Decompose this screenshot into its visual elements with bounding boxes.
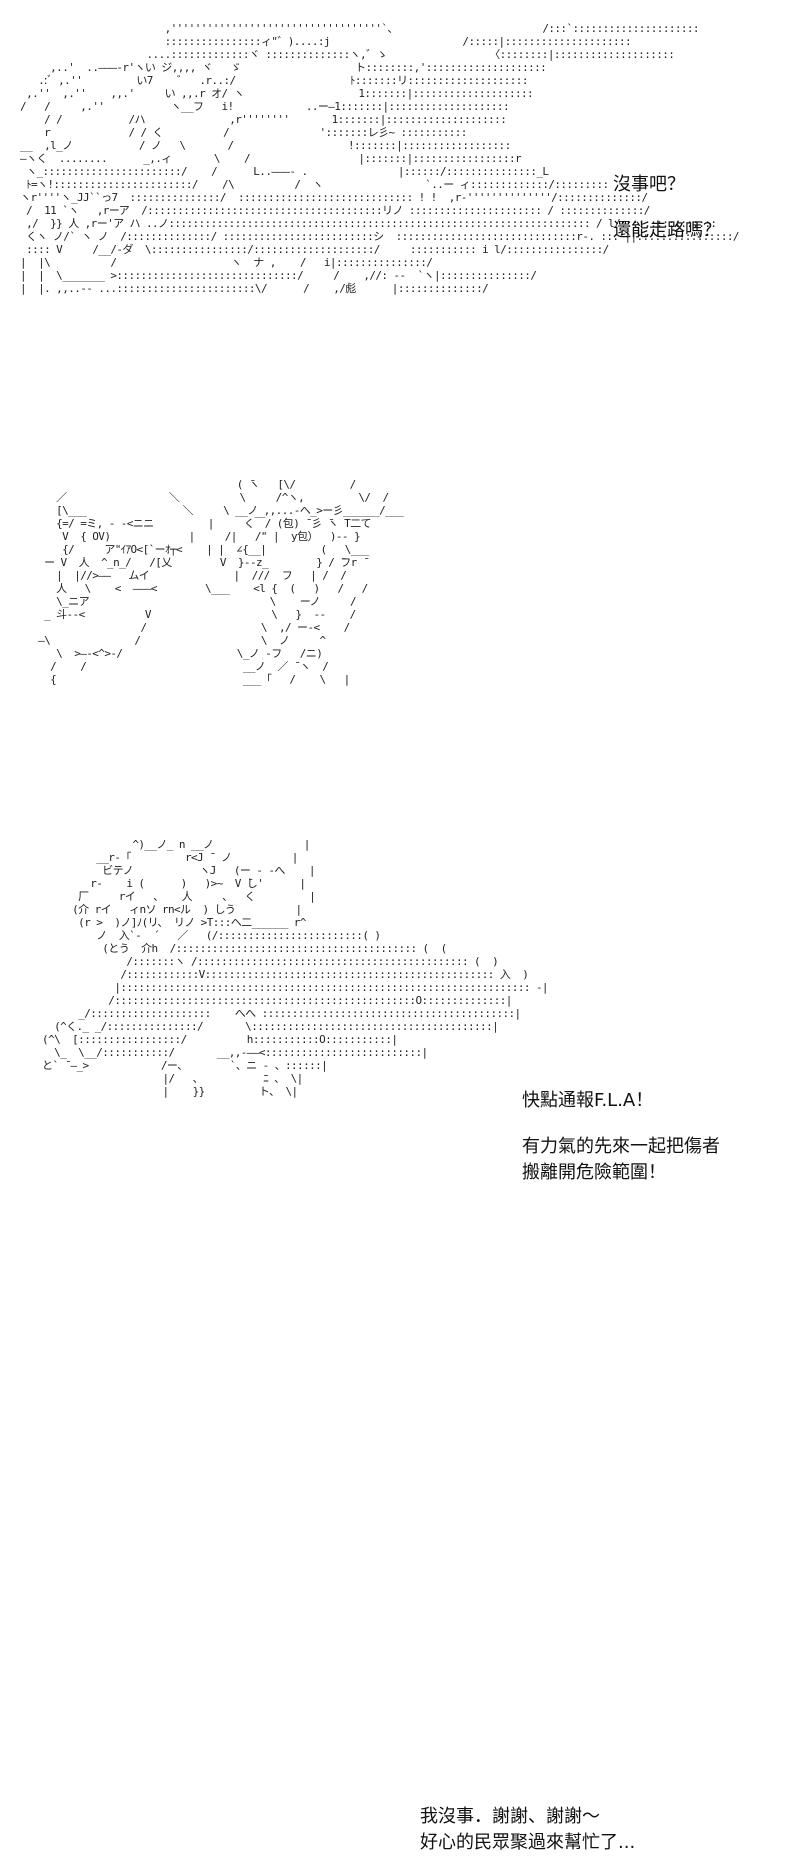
- speech-text: 沒事吧？ 還能走路嗎？: [613, 172, 721, 244]
- dialog-line: 有力氣的先來一起把傷者: [522, 1136, 720, 1157]
- dialog-line: 搬離開危險範圍！: [522, 1162, 666, 1183]
- comic-panel-2: ( ̄ヽ [\/ / ／ ＼ \ /^ヽ, \/ / [\___ ＼ \ __ノ…: [0, 460, 800, 1183]
- speech-text: 快點通報F.L.A！ 有力氣的先來一起把傷者 搬離開危險範圍！: [522, 1088, 720, 1186]
- speech-text: 我沒事．謝謝、謝謝～ 好心的民眾聚過來幫忙了...: [420, 1804, 635, 1856]
- comic-panel-3: ^)__ノ_ n __ノ | __r-「 r<J ̄ ノ | ビテノ ヽJ (ー…: [0, 820, 800, 1853]
- ascii-art-figures: ,'''''''''''''''''''''''''''''''''''`、 /…: [20, 22, 739, 295]
- dialog-line: 我沒事．謝謝、謝謝～: [420, 1806, 600, 1827]
- dialog-line: 快點通報F.L.A！: [522, 1090, 654, 1111]
- dialog-line: 沒事吧？: [613, 174, 685, 195]
- ascii-art-figure: ^)__ノ_ n __ノ | __r-「 r<J ̄ ノ | ビテノ ヽJ (ー…: [42, 838, 549, 1098]
- dialog-line: 好心的民眾聚過來幫忙了...: [420, 1832, 636, 1853]
- comic-panel-1: ,'''''''''''''''''''''''''''''''''''`、 /…: [0, 0, 800, 420]
- dialog-line: 還能走路嗎？: [613, 220, 721, 241]
- ascii-art-figures: ( ̄ヽ [\/ / ／ ＼ \ /^ヽ, \/ / [\___ ＼ \ __ノ…: [38, 478, 404, 686]
